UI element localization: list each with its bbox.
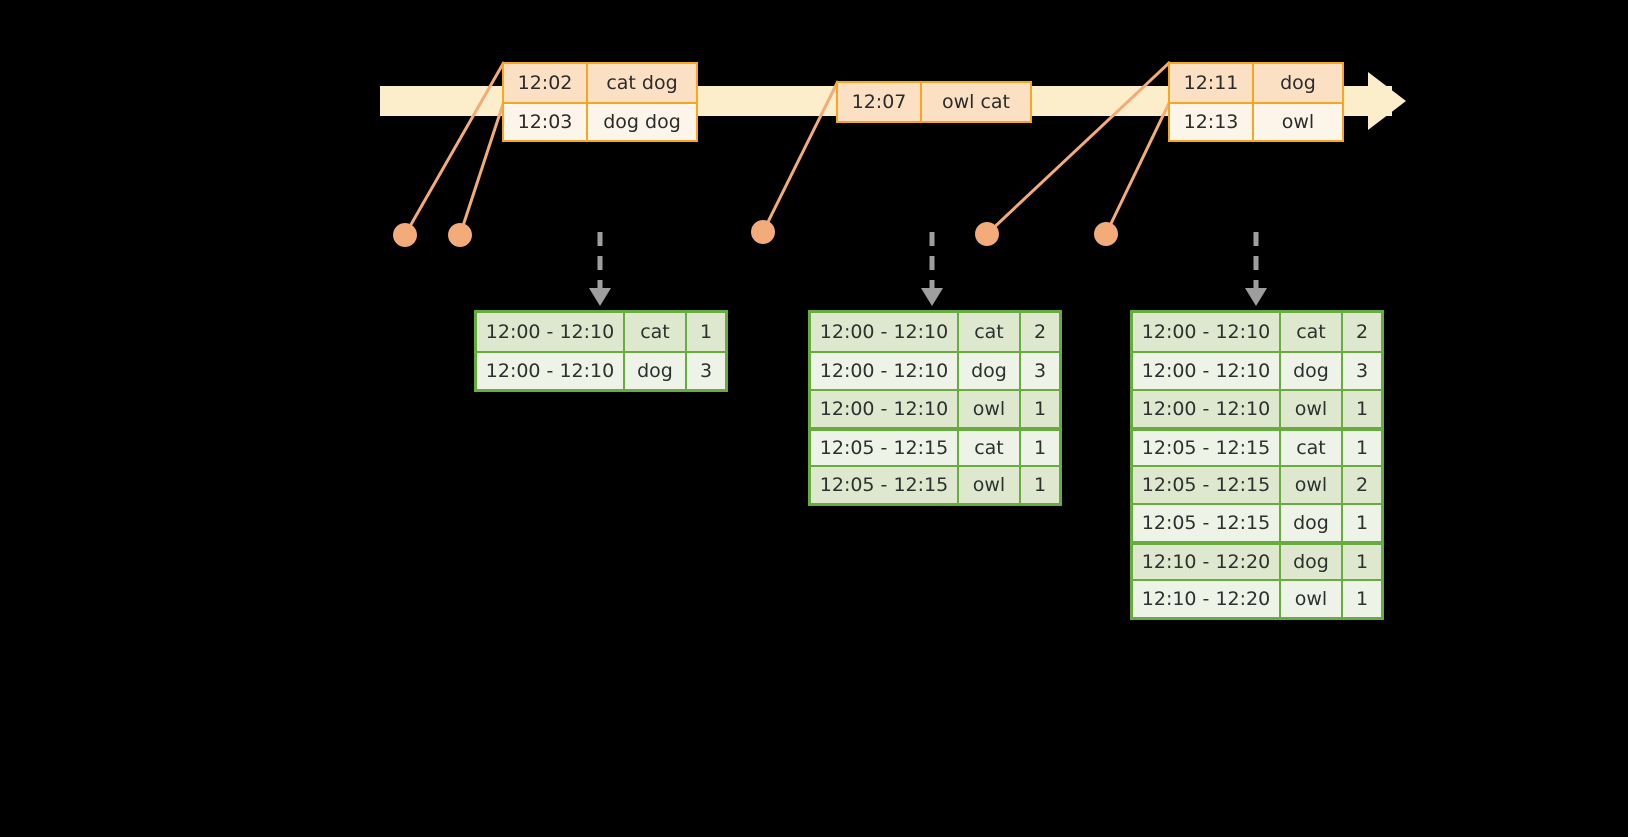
- count-cell: 3: [1021, 353, 1059, 389]
- window-cell: 12:05 - 12:15: [1133, 431, 1281, 465]
- word-cell: cat: [1281, 431, 1343, 465]
- count-cell: 3: [687, 353, 725, 389]
- window-cell: 12:00 - 12:10: [1133, 353, 1281, 389]
- count-cell: 1: [1343, 581, 1381, 617]
- word-cell: cat: [625, 313, 687, 351]
- count-cell: 1: [1021, 467, 1059, 503]
- window-cell: 12:05 - 12:15: [1133, 505, 1281, 541]
- word-cell: owl: [959, 467, 1021, 503]
- window-cell: 12:00 - 12:10: [1133, 313, 1281, 351]
- word-cell: dog: [625, 353, 687, 389]
- event-timestamp: 12:07: [838, 83, 922, 121]
- count-cell: 1: [1021, 391, 1059, 427]
- count-cell: 3: [1343, 353, 1381, 389]
- window-cell: 12:00 - 12:10: [477, 353, 625, 389]
- window-cell: 12:10 - 12:20: [1133, 581, 1281, 617]
- count-cell: 1: [1343, 431, 1381, 465]
- dashed-arrow-table-2-head-icon: [921, 288, 943, 306]
- word-cell: owl: [1281, 467, 1343, 503]
- timeline-arrow-icon: [1368, 72, 1406, 130]
- word-cell: dog: [1281, 545, 1343, 579]
- event-words: owl: [1254, 104, 1342, 140]
- connector-12-03-dot: [448, 223, 472, 247]
- window-cell: 12:00 - 12:10: [811, 313, 959, 351]
- word-cell: owl: [1281, 391, 1343, 427]
- window-cell: 12:00 - 12:10: [477, 313, 625, 351]
- event-timestamp: 12:02: [504, 64, 588, 102]
- word-cell: dog: [959, 353, 1021, 389]
- count-cell: 2: [1021, 313, 1059, 351]
- connector-12-02-dot: [393, 223, 417, 247]
- word-cell: cat: [959, 431, 1021, 465]
- count-cell: 1: [1343, 505, 1381, 541]
- event-words: dog: [1254, 64, 1342, 102]
- word-cell: cat: [959, 313, 1021, 351]
- connector-12-13: [1104, 100, 1172, 235]
- window-cell: 12:00 - 12:10: [1133, 391, 1281, 427]
- event-timestamp: 12:13: [1170, 104, 1254, 140]
- count-cell: 1: [1343, 391, 1381, 427]
- word-cell: owl: [1281, 581, 1343, 617]
- event-timestamp: 12:11: [1170, 64, 1254, 102]
- window-cell: 12:05 - 12:15: [1133, 467, 1281, 503]
- dashed-arrow-table-3-head-icon: [1245, 288, 1267, 306]
- event-words: cat dog: [588, 64, 696, 102]
- event-words: dog dog: [588, 104, 696, 140]
- connector-12-03: [458, 100, 506, 236]
- word-cell: cat: [1281, 313, 1343, 351]
- word-cell: dog: [1281, 505, 1343, 541]
- window-cell: 12:00 - 12:10: [811, 391, 959, 427]
- word-cell: owl: [959, 391, 1021, 427]
- count-cell: 2: [1343, 467, 1381, 503]
- count-cell: 2: [1343, 313, 1381, 351]
- window-cell: 12:00 - 12:10: [811, 353, 959, 389]
- word-cell: dog: [1281, 353, 1343, 389]
- window-cell: 12:05 - 12:15: [811, 467, 959, 503]
- connector-12-13-dot: [1094, 222, 1118, 246]
- window-cell: 12:10 - 12:20: [1133, 545, 1281, 579]
- dashed-arrow-table-1-head-icon: [589, 288, 611, 306]
- count-cell: 1: [687, 313, 725, 351]
- window-cell: 12:05 - 12:15: [811, 431, 959, 465]
- count-cell: 1: [1021, 431, 1059, 465]
- event-words: owl cat: [922, 83, 1030, 121]
- event-timestamp: 12:03: [504, 104, 588, 140]
- connector-12-11-dot: [975, 222, 999, 246]
- connector-12-07-dot: [751, 220, 775, 244]
- count-cell: 1: [1343, 545, 1381, 579]
